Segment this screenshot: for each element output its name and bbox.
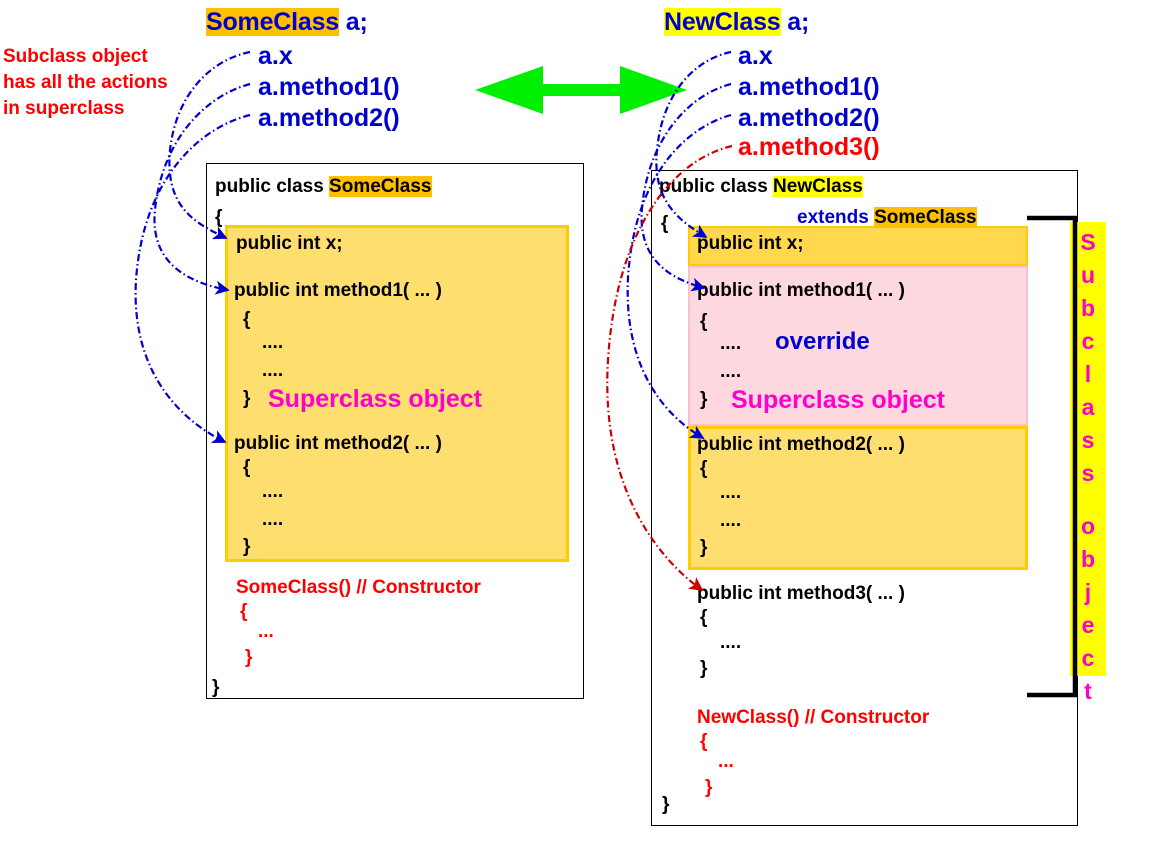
left-code-constructor-close: } bbox=[245, 647, 253, 668]
vlabel-char: s bbox=[1081, 427, 1095, 453]
left-code-header: public class SomeClass bbox=[215, 176, 432, 197]
vlabel-char: c bbox=[1081, 645, 1095, 671]
left-code-method1-close: } bbox=[243, 388, 251, 409]
right-code-header-prefix: public class bbox=[659, 176, 774, 197]
right-code-open-brace: { bbox=[661, 213, 669, 234]
subclass-object-vertical-label: S u b c l a s s o b j e c t bbox=[1070, 222, 1106, 704]
right-inherited-method2-block bbox=[688, 426, 1028, 570]
right-code-method1-sig: public int method1( ... ) bbox=[697, 280, 905, 301]
right-code-constructor-dots: ... bbox=[718, 751, 734, 772]
right-code-extends-keyword: extends bbox=[797, 207, 869, 228]
right-code-extends-class: SomeClass bbox=[874, 207, 977, 228]
right-code-dots-d: .... bbox=[720, 510, 742, 531]
vlabel-char: b bbox=[1080, 546, 1096, 572]
left-declaration-variable: a; bbox=[339, 8, 368, 36]
left-code-class-close: } bbox=[212, 677, 220, 698]
right-code-dots-c: .... bbox=[720, 482, 742, 503]
right-code-method3-sig: public int method3( ... ) bbox=[697, 583, 905, 604]
left-code-method1-sig: public int method1( ... ) bbox=[234, 280, 442, 301]
left-code-field: public int x; bbox=[236, 233, 343, 254]
left-code-method1-open: { bbox=[243, 309, 251, 330]
right-code-field: public int x; bbox=[697, 233, 804, 254]
left-declaration: SomeClass a; bbox=[206, 8, 368, 37]
right-call-method3: a.method3() bbox=[738, 133, 880, 161]
left-code-dots-a: .... bbox=[262, 332, 284, 353]
right-code-constructor-close: } bbox=[705, 777, 713, 798]
left-code-method2-sig: public int method2( ... ) bbox=[234, 433, 442, 454]
right-code-method1-close: } bbox=[700, 389, 708, 410]
right-declaration: NewClass a; bbox=[664, 8, 809, 37]
vlabel-char: S bbox=[1080, 229, 1096, 255]
left-code-dots-d: .... bbox=[262, 509, 284, 530]
right-call-method1: a.method1() bbox=[738, 73, 880, 101]
right-code-extends: extends SomeClass bbox=[797, 207, 977, 228]
vlabel-char: l bbox=[1084, 361, 1092, 387]
right-declaration-class: NewClass bbox=[664, 8, 781, 36]
right-code-constructor-sig: NewClass() // Constructor bbox=[697, 707, 930, 728]
double-headed-arrow-icon bbox=[475, 66, 687, 114]
right-code-class-close: } bbox=[662, 794, 670, 815]
left-superclass-object-label: Superclass object bbox=[268, 385, 482, 413]
left-code-open-brace: { bbox=[215, 207, 223, 228]
left-code-constructor-open: { bbox=[240, 601, 248, 622]
right-code-method2-open: { bbox=[700, 458, 708, 479]
left-code-method2-open: { bbox=[243, 457, 251, 478]
right-call-method2: a.method2() bbox=[738, 104, 880, 132]
left-call-method1: a.method1() bbox=[258, 73, 400, 101]
right-override-block bbox=[688, 266, 1028, 426]
vlabel-char: u bbox=[1080, 262, 1096, 288]
left-code-header-prefix: public class bbox=[215, 176, 330, 197]
right-code-method1-open: { bbox=[700, 311, 708, 332]
left-call-method2: a.method2() bbox=[258, 104, 400, 132]
left-declaration-class: SomeClass bbox=[206, 8, 339, 36]
right-inherited-field-block bbox=[688, 226, 1028, 266]
right-code-dots-e: .... bbox=[720, 632, 742, 653]
left-call-ax: a.x bbox=[258, 42, 293, 70]
note-line-3: in superclass bbox=[3, 98, 125, 119]
note-line-2: has all the actions bbox=[3, 72, 168, 93]
right-code-constructor-open: { bbox=[700, 731, 708, 752]
vlabel-char: j bbox=[1084, 579, 1092, 605]
right-declaration-variable: a; bbox=[780, 8, 810, 36]
right-code-header-class: NewClass bbox=[773, 176, 863, 197]
right-code-method2-sig: public int method2( ... ) bbox=[697, 434, 905, 455]
vlabel-char: o bbox=[1080, 513, 1096, 539]
right-code-method3-close: } bbox=[700, 658, 708, 679]
right-code-header: public class NewClass bbox=[659, 176, 863, 197]
vlabel-char: a bbox=[1081, 394, 1095, 420]
right-override-label: override bbox=[775, 328, 870, 355]
left-code-constructor-sig: SomeClass() // Constructor bbox=[236, 577, 481, 598]
right-code-dots-b: .... bbox=[720, 361, 742, 382]
right-code-method3-open: { bbox=[700, 607, 708, 628]
right-code-dots-a: .... bbox=[720, 333, 742, 354]
vlabel-char: e bbox=[1081, 612, 1095, 638]
vlabel-char: c bbox=[1081, 328, 1095, 354]
right-call-ax: a.x bbox=[738, 42, 773, 70]
vlabel-char: s bbox=[1081, 460, 1095, 486]
left-superclass-block bbox=[225, 225, 569, 562]
left-code-dots-c: .... bbox=[262, 481, 284, 502]
left-code-header-class: SomeClass bbox=[329, 176, 432, 197]
right-superclass-object-label: Superclass object bbox=[731, 386, 945, 414]
left-code-method2-close: } bbox=[243, 536, 251, 557]
vlabel-char bbox=[1070, 490, 1106, 510]
left-code-dots-b: .... bbox=[262, 360, 284, 381]
right-code-method2-close: } bbox=[700, 537, 708, 558]
vlabel-char: t bbox=[1084, 678, 1092, 704]
left-code-constructor-dots: ... bbox=[258, 621, 274, 642]
vlabel-char: b bbox=[1080, 295, 1096, 321]
note-line-1: Subclass object bbox=[3, 46, 148, 67]
